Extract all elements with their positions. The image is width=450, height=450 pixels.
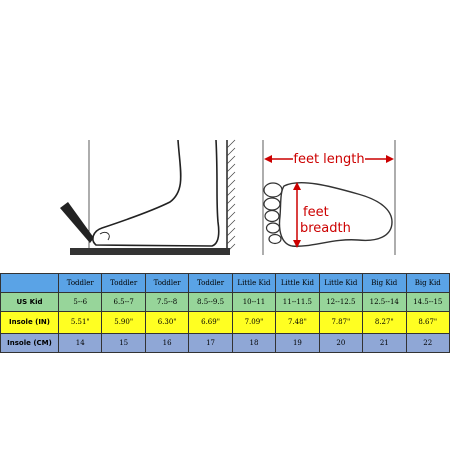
header-cell: Toddler xyxy=(188,273,233,293)
row-label: Insole (CM) xyxy=(0,333,59,353)
table-cell: 15 xyxy=(101,333,146,353)
header-cell: Toddler xyxy=(101,273,146,293)
size-chart-table: Toddler Toddler Toddler Toddler Little K… xyxy=(0,273,450,353)
feet-length-arrowhead-left xyxy=(264,155,272,163)
feet-length-label: feet length xyxy=(293,152,364,167)
table-cell: 18 xyxy=(231,333,277,353)
header-cell: Toddler xyxy=(57,273,103,293)
header-cell: Little Kid xyxy=(318,273,364,293)
table-cell: 19 xyxy=(275,333,320,353)
table-cell: 7.87" xyxy=(318,311,364,334)
feet-breadth-arrowhead-bottom xyxy=(293,240,301,248)
table-cell: 7.09" xyxy=(231,311,277,334)
table-cell: 5.90" xyxy=(101,311,146,334)
table-cell: 7.5--8 xyxy=(144,292,190,312)
table-row-us-kid: US Kid 5--6 6.5--7 7.5--8 8.5--9.5 10--1… xyxy=(0,292,450,312)
table-cell: 21 xyxy=(362,333,407,353)
foot-toe-detail xyxy=(99,231,110,241)
table-cell: 7.48" xyxy=(275,311,320,334)
feet-breadth-label-line1: feet xyxy=(303,205,329,220)
table-cell: 11--11.5 xyxy=(275,292,320,312)
feet-length-arrowhead-right xyxy=(386,155,394,163)
row-label: Insole (IN) xyxy=(0,311,59,334)
feet-breadth-arrowhead-top xyxy=(293,182,301,190)
row-label: US Kid xyxy=(0,292,59,312)
wall-hatching xyxy=(226,139,236,253)
table-cell: 20 xyxy=(318,333,364,353)
header-cell: Big Kid xyxy=(362,273,407,293)
table-cell: 8.27" xyxy=(362,311,407,334)
table-cell: 5--6 xyxy=(57,292,103,312)
table-row-insole-in: Insole (IN) 5.51" 5.90" 6.30" 6.69" 7.09… xyxy=(0,311,450,334)
header-cell: Toddler xyxy=(144,273,190,293)
header-cell: Little Kid xyxy=(231,273,277,293)
table-cell: 14 xyxy=(57,333,103,353)
header-cell: Little Kid xyxy=(275,273,320,293)
table-cell: 16 xyxy=(144,333,190,353)
table-cell: 8.5--9.5 xyxy=(188,292,233,312)
floor-board xyxy=(70,248,230,255)
table-header-row: Toddler Toddler Toddler Toddler Little K… xyxy=(0,273,450,293)
header-cell: Big Kid xyxy=(405,273,450,293)
header-corner-cell xyxy=(0,273,59,293)
feet-breadth-label-line2: breadth xyxy=(300,221,351,236)
footprint-sole xyxy=(278,182,393,247)
table-row-insole-cm: Insole (CM) 14 15 16 17 18 19 20 21 22 xyxy=(0,333,450,353)
table-cell: 5.51" xyxy=(57,311,103,334)
table-cell: 12--12.5 xyxy=(318,292,364,312)
table-cell: 14.5--15 xyxy=(405,292,450,312)
pencil-icon xyxy=(60,202,94,243)
table-cell: 10--11 xyxy=(231,292,277,312)
foot-measurement-diagram: feet length feet breadth xyxy=(60,139,396,255)
table-cell: 6.30" xyxy=(144,311,190,334)
table-cell: 6.69" xyxy=(188,311,233,334)
table-cell: 8.67" xyxy=(405,311,450,334)
table-cell: 6.5--7 xyxy=(101,292,146,312)
table-cell: 22 xyxy=(405,333,450,353)
table-cell: 12.5--14 xyxy=(362,292,407,312)
footprint-toes xyxy=(263,182,283,245)
table-cell: 17 xyxy=(188,333,233,353)
foot-side-outline xyxy=(92,139,220,247)
